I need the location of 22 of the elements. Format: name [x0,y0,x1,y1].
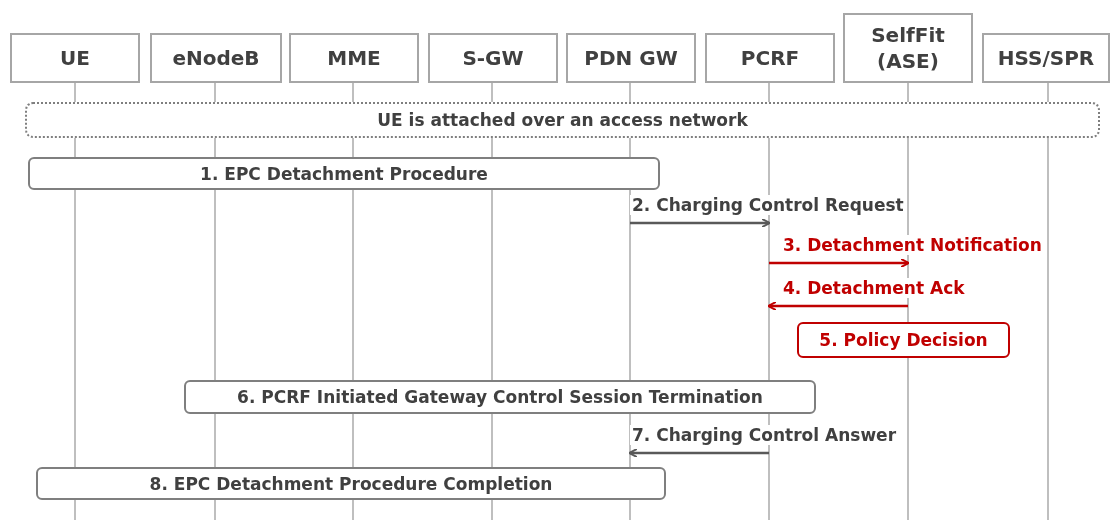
edge-label: 7. Charging Control Answer [630,425,898,445]
lifeline-header: MME [289,33,419,83]
procedure-bar: 1. EPC Detachment Procedure [28,157,660,190]
message-arrow [767,301,908,311]
edge-label: 4. Detachment Ack [781,278,967,298]
lifeline [10,33,140,520]
lifeline-header: PDN GW [566,33,696,83]
message-arrow [628,448,769,458]
procedure-bar: 6. PCRF Initiated Gateway Control Session Termination [184,380,816,414]
lifeline-header: HSS/SPR [982,33,1110,83]
state-banner: UE is attached over an access network [25,102,1100,138]
lifeline-header: S-GW [428,33,558,83]
decision-box: 5. Policy Decision [797,322,1010,358]
lifeline-header: SelfFit (ASE) [843,13,973,83]
lifeline-header: UE [10,33,140,83]
lifeline-header: eNodeB [150,33,282,83]
edge-label: 3. Detachment Notification [781,235,1044,255]
lifeline-header: PCRF [705,33,835,83]
edge-label: 2. Charging Control Request [630,195,906,215]
procedure-bar: 8. EPC Detachment Procedure Completion [36,467,666,500]
message-arrow [630,218,771,228]
message-arrow [769,258,910,268]
